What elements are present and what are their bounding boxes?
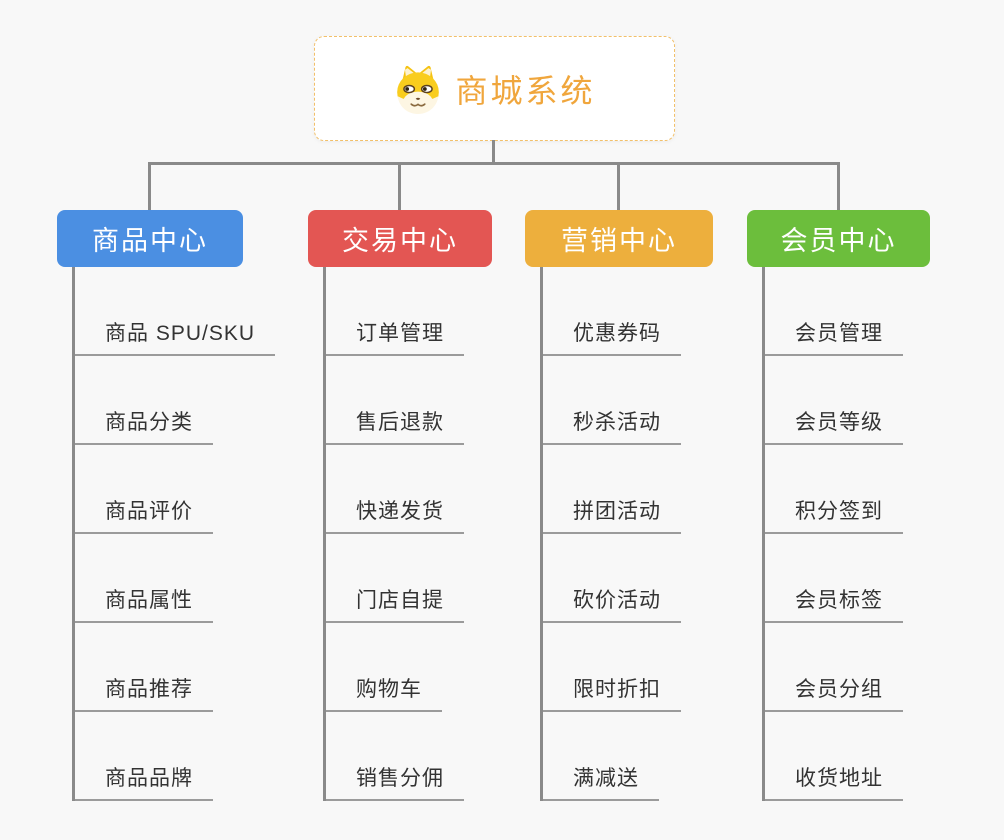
branch-children: 商品 SPU/SKU 商品分类 商品评价 商品属性 商品推荐 商品品牌 — [57, 267, 276, 801]
leaf-row: 会员分组 — [747, 623, 930, 712]
leaf-row: 拼团活动 — [525, 445, 713, 534]
leaf-row: 会员标签 — [747, 534, 930, 623]
connector-bus — [148, 162, 840, 165]
leaf-node[interactable]: 商品评价 — [72, 495, 213, 534]
leaf-row: 积分签到 — [747, 445, 930, 534]
leaf-row: 商品评价 — [57, 445, 275, 534]
leaf-row: 门店自提 — [308, 534, 492, 623]
leaf-node[interactable]: 销售分佣 — [323, 762, 464, 801]
leaf-node[interactable]: 会员标签 — [762, 584, 903, 623]
root-node-mall-system[interactable]: 商城系统 — [314, 36, 675, 141]
dog-face-icon — [397, 65, 440, 114]
leaf-row: 销售分佣 — [308, 712, 492, 801]
connector-trunk — [72, 267, 75, 801]
leaf-node[interactable]: 售后退款 — [323, 406, 464, 445]
connector-trunk — [762, 267, 765, 801]
connector-trunk — [540, 267, 543, 801]
connector-drop-products — [148, 165, 151, 210]
branch-header-trade-center[interactable]: 交易中心 — [308, 210, 492, 267]
leaf-row: 优惠券码 — [525, 267, 713, 356]
leaf-row: 售后退款 — [308, 356, 492, 445]
leaf-node[interactable]: 快递发货 — [323, 495, 464, 534]
leaf-row: 商品推荐 — [57, 623, 275, 712]
leaf-row: 商品品牌 — [57, 712, 275, 801]
branch-children: 会员管理 会员等级 积分签到 会员标签 会员分组 收货地址 — [747, 267, 930, 801]
branch-member-center: 会员中心 会员管理 会员等级 积分签到 会员标签 会员分组 收货地址 — [747, 210, 930, 801]
branch-header-product-center[interactable]: 商品中心 — [57, 210, 243, 267]
leaf-node[interactable]: 积分签到 — [762, 495, 903, 534]
leaf-node[interactable]: 订单管理 — [323, 317, 464, 356]
leaf-node[interactable]: 商品分类 — [72, 406, 213, 445]
leaf-row: 砍价活动 — [525, 534, 713, 623]
leaf-node[interactable]: 商品 SPU/SKU — [72, 317, 276, 356]
leaf-node[interactable]: 购物车 — [323, 673, 442, 712]
branch-product-center: 商品中心 商品 SPU/SKU 商品分类 商品评价 商品属性 商品推荐 商品品牌 — [57, 210, 276, 801]
leaf-node[interactable]: 满减送 — [540, 762, 659, 801]
leaf-node[interactable]: 会员等级 — [762, 406, 903, 445]
leaf-row: 收货地址 — [747, 712, 930, 801]
leaf-row: 会员管理 — [747, 267, 930, 356]
leaf-node[interactable]: 门店自提 — [323, 584, 464, 623]
leaf-row: 秒杀活动 — [525, 356, 713, 445]
leaf-node[interactable]: 商品属性 — [72, 584, 213, 623]
leaf-node[interactable]: 砍价活动 — [540, 584, 681, 623]
connector-drop-trade — [398, 165, 401, 210]
leaf-node[interactable]: 商品推荐 — [72, 673, 213, 712]
leaf-node[interactable]: 商品品牌 — [72, 762, 213, 801]
leaf-row: 商品属性 — [57, 534, 275, 623]
leaf-row: 商品分类 — [57, 356, 275, 445]
branch-marketing-center: 营销中心 优惠券码 秒杀活动 拼团活动 砍价活动 限时折扣 满减送 — [525, 210, 713, 801]
branch-children: 订单管理 售后退款 快递发货 门店自提 购物车 销售分佣 — [308, 267, 492, 801]
leaf-row: 订单管理 — [308, 267, 492, 356]
leaf-node[interactable]: 限时折扣 — [540, 673, 681, 712]
branch-header-member-center[interactable]: 会员中心 — [747, 210, 930, 267]
connector-root-stub — [492, 140, 495, 165]
branch-header-marketing-center[interactable]: 营销中心 — [525, 210, 713, 267]
connector-drop-members — [837, 165, 840, 210]
leaf-row: 会员等级 — [747, 356, 930, 445]
leaf-row: 限时折扣 — [525, 623, 713, 712]
connector-trunk — [323, 267, 326, 801]
root-title: 商城系统 — [455, 72, 596, 109]
leaf-node[interactable]: 优惠券码 — [540, 317, 681, 356]
connector-drop-marketing — [617, 165, 620, 210]
leaf-row: 快递发货 — [308, 445, 492, 534]
leaf-row: 满减送 — [525, 712, 713, 801]
leaf-node[interactable]: 拼团活动 — [540, 495, 681, 534]
leaf-row: 商品 SPU/SKU — [57, 267, 276, 356]
leaf-node[interactable]: 会员管理 — [762, 317, 903, 356]
branch-children: 优惠券码 秒杀活动 拼团活动 砍价活动 限时折扣 满减送 — [525, 267, 713, 801]
branch-trade-center: 交易中心 订单管理 售后退款 快递发货 门店自提 购物车 销售分佣 — [308, 210, 492, 801]
leaf-row: 购物车 — [308, 623, 492, 712]
leaf-node[interactable]: 秒杀活动 — [540, 406, 681, 445]
leaf-node[interactable]: 会员分组 — [762, 673, 903, 712]
leaf-node[interactable]: 收货地址 — [762, 762, 903, 801]
